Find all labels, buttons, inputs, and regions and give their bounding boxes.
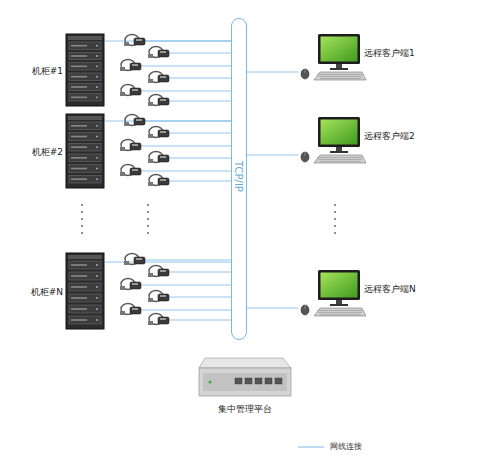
client-graphic: [298, 32, 368, 87]
network-wires: [140, 41, 231, 320]
client-label: 远程客户端1: [364, 48, 415, 59]
kvm-module: [120, 304, 141, 316]
kvm-module: [148, 266, 169, 278]
platform-label: 集中管理平台: [218, 404, 272, 415]
network-wire: [168, 133, 231, 134]
rack-graphic: [65, 113, 105, 189]
rack-icon: [66, 253, 104, 329]
network-wire: [168, 78, 231, 79]
bus-label: TCP/IP: [233, 161, 244, 192]
network-wire: [168, 297, 231, 298]
server-rack: 机柜#2: [30, 113, 105, 189]
kvm-module: [148, 95, 169, 107]
network-cable: [247, 308, 298, 309]
server-rack: 机柜#1: [30, 33, 105, 107]
network-wire: [140, 171, 231, 172]
network-cable: [247, 155, 298, 156]
kvm-module: [120, 140, 141, 152]
client-label: 远程客户端2: [364, 131, 415, 142]
ellipsis-dots: [81, 204, 336, 234]
network-cable: [105, 41, 231, 42]
network-cable: [105, 262, 231, 263]
network-cable: [247, 72, 298, 73]
network-wire: [168, 320, 231, 321]
kvm-module: [124, 254, 145, 266]
kvm-module: [120, 279, 141, 291]
computer-icon: [301, 34, 366, 80]
network-wire: [140, 66, 231, 67]
kvm-module: [120, 60, 141, 72]
kvm-module: [148, 291, 169, 303]
network-wire: [144, 260, 231, 261]
management-platform: 集中管理平台: [195, 352, 295, 420]
network-cable: [105, 121, 231, 122]
network-wire: [168, 101, 231, 102]
network-bus: TCP/IP: [231, 18, 247, 340]
legend-text: 网线连接: [330, 441, 362, 452]
network-wire: [168, 272, 231, 273]
server-appliance: [199, 358, 291, 396]
rack-label: 机柜#1: [32, 66, 63, 77]
network-wire: [140, 146, 231, 147]
network-wire: [140, 91, 231, 92]
kvm-module: [148, 72, 169, 84]
network-wire: [168, 158, 231, 159]
rack-label: 机柜#N: [31, 287, 63, 298]
computer-icon: [301, 270, 366, 316]
network-wire: [140, 310, 231, 311]
network-wire: [140, 285, 231, 286]
kvm-module: [124, 35, 145, 47]
kvm-module: [148, 314, 169, 326]
remote-client: 远程客户端2: [298, 115, 448, 170]
rack-graphic: [65, 33, 105, 107]
client-label: 远程客户端N: [364, 284, 416, 295]
remote-client: 远程客户端N: [298, 268, 448, 323]
network-wire: [168, 53, 231, 54]
client-graphic: [298, 115, 368, 170]
server-rack: 机柜#N: [30, 252, 105, 330]
kvm-module: [148, 175, 169, 187]
network-wire: [168, 181, 231, 182]
kvm-module: [120, 85, 141, 97]
rack-graphic: [65, 252, 105, 330]
kvm-module: [148, 47, 169, 59]
legend-entry: 网线连接: [296, 440, 416, 454]
rack-icon: [66, 34, 104, 106]
legend-line-sample: [296, 440, 326, 454]
kvm-module: [148, 152, 169, 164]
computer-icon: [301, 117, 366, 163]
rack-icon: [66, 114, 104, 188]
remote-client: 远程客户端1: [298, 32, 448, 87]
kvm-module: [120, 165, 141, 177]
client-graphic: [298, 268, 368, 323]
rack-label: 机柜#2: [32, 147, 63, 158]
kvm-module: [124, 115, 145, 127]
kvm-module: [148, 127, 169, 139]
